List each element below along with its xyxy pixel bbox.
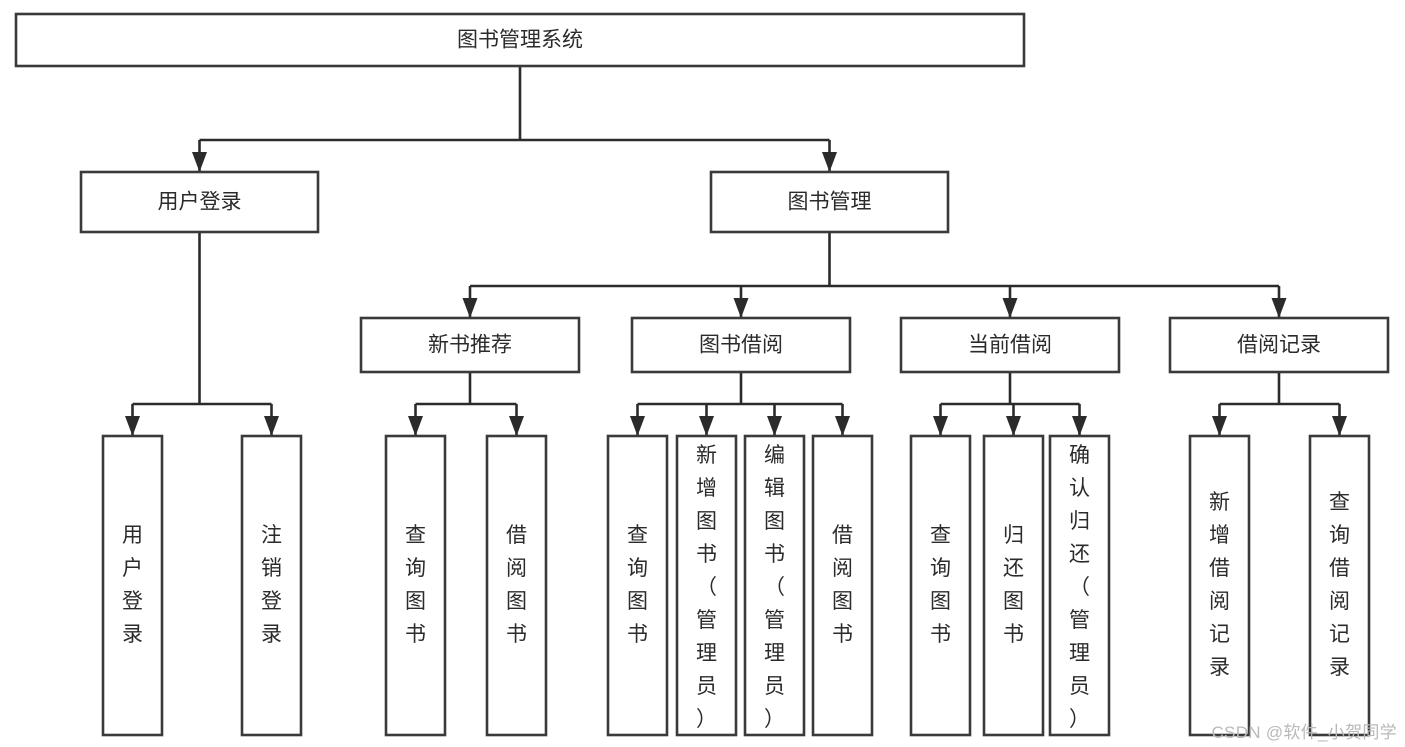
node-leaf-edit-book[interactable]: 编辑图书（管理员） [743,434,806,737]
node-label: 查询图书 [930,524,951,646]
node-leaf-query-book-2[interactable]: 查询图书 [606,434,669,737]
node-newbook[interactable]: 新书推荐 [359,316,581,374]
node-label: 用户登录 [158,191,242,214]
node-root[interactable]: 图书管理系统 [14,12,1026,68]
edge-arrowhead [822,152,837,172]
edge-arrowhead [1332,416,1347,436]
edge-arrowhead [1072,416,1087,436]
edge-group-current [933,372,1087,436]
edge-arrowhead [462,298,478,318]
node-label: 新书推荐 [428,334,512,357]
edge-arrowhead [699,416,714,436]
edge-arrowhead [1212,416,1227,436]
edge-arrowhead [733,298,749,318]
edge-group-bookmgmt [462,232,1287,318]
node-label: 借阅图书 [832,524,853,646]
node-leaf-return-book[interactable]: 归还图书 [982,434,1045,737]
edge-arrowhead [767,416,782,436]
edge-arrowhead [933,416,948,436]
node-record[interactable]: 借阅记录 [1168,316,1390,374]
node-label: 借阅记录 [1237,334,1321,357]
node-label: 图书管理系统 [457,29,583,52]
node-label: 注销登录 [261,524,282,646]
edge-arrowhead [835,416,850,436]
node-leaf-confirm-return[interactable]: 确认归还（管理员） [1048,434,1111,737]
node-label: 编辑图书（管理员） [764,444,785,731]
node-leaf-user-logout[interactable]: 注销登录 [240,434,303,737]
node-label: 新增图书（管理员） [696,444,717,731]
edge-arrowhead [509,416,524,436]
edge-arrowhead [192,152,207,172]
edge-group-root [192,66,837,172]
edges-layer [125,66,1347,436]
edge-arrowhead [1006,416,1021,436]
node-leaf-query-record[interactable]: 查询借阅记录 [1308,434,1371,737]
edge-arrowhead [264,416,279,436]
node-label: 当前借阅 [968,334,1052,357]
node-label: 确认归还（管理员） [1069,444,1090,731]
edge-arrowhead [630,416,645,436]
edge-arrowhead [408,416,423,436]
node-bookmgmt[interactable]: 图书管理 [709,170,950,234]
node-leaf-borrow-book-2[interactable]: 借阅图书 [811,434,874,737]
node-login[interactable]: 用户登录 [79,170,320,234]
edge-arrowhead [1271,298,1287,318]
node-leaf-user-login[interactable]: 用户登录 [101,434,164,737]
node-label: 新增借阅记录 [1209,491,1230,679]
node-label: 图书管理 [788,191,872,214]
node-leaf-add-book[interactable]: 新增图书（管理员） [675,434,738,737]
edge-group-login [125,232,279,436]
node-leaf-add-record[interactable]: 新增借阅记录 [1188,434,1251,737]
node-leaf-query-book-1[interactable]: 查询图书 [384,434,447,737]
watermark-text: CSDN @软件_小贺同学 [1211,723,1397,742]
node-label: 图书借阅 [699,334,783,357]
node-leaf-query-book-3[interactable]: 查询图书 [909,434,972,737]
edge-arrowhead [1002,298,1018,318]
node-label: 查询图书 [405,524,426,646]
node-leaf-borrow-book-1[interactable]: 借阅图书 [485,434,548,737]
node-borrow[interactable]: 图书借阅 [630,316,852,374]
nodes-layer: 图书管理系统用户登录图书管理新书推荐图书借阅当前借阅借阅记录用户登录注销登录查询… [14,12,1390,737]
node-current[interactable]: 当前借阅 [899,316,1121,374]
node-label: 查询图书 [627,524,648,646]
node-label: 归还图书 [1003,524,1024,646]
node-label: 用户登录 [122,524,143,646]
edge-group-record [1212,372,1347,436]
node-label: 查询借阅记录 [1329,491,1350,679]
edge-group-borrow [630,372,850,436]
node-label: 借阅图书 [506,524,527,646]
edge-arrowhead [125,416,140,436]
edge-group-newbook [408,372,524,436]
